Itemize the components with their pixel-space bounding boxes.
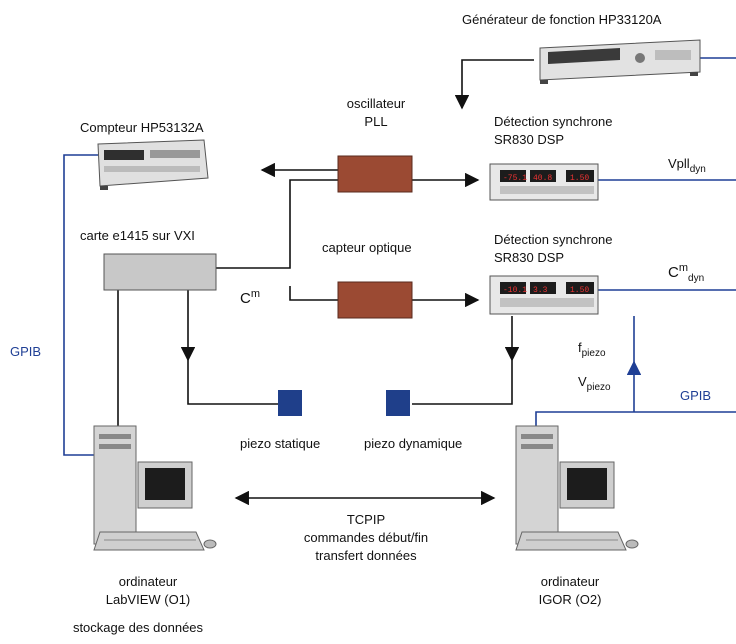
card-label: carte e1415 sur VXI: [80, 228, 195, 243]
sr830-1-label-line2: SR830 DSP: [494, 132, 565, 147]
pll-to-card-line: [216, 179, 338, 269]
vpiezo-label: Vpiezo: [578, 374, 611, 396]
svg-text:3.3: 3.3: [533, 286, 548, 295]
pll-label-line1: oscillateur: [346, 96, 406, 111]
cm-main: C: [240, 290, 251, 307]
computer1-label-line2: LabVIEW (O1): [105, 592, 191, 607]
cm-sup: m: [250, 288, 261, 300]
piezo-static-block: [278, 390, 302, 416]
fpiezo-sub: piezo: [581, 348, 606, 359]
gpib-left-line: [63, 154, 98, 456]
generator-label: Générateur de fonction HP33120A: [462, 12, 662, 27]
sr830-2-label-line2: SR830 DSP: [494, 250, 565, 265]
pll-oscillator-block: [337, 155, 413, 193]
counter-label: Compteur HP53132A: [80, 120, 204, 135]
fpiezo-main: f: [578, 340, 582, 355]
sr830-2-label-line1: Détection synchrone: [494, 232, 613, 247]
vpiezo-main: V: [578, 374, 587, 389]
gpib-lines: [63, 57, 736, 456]
gpib-left-label: GPIB: [10, 344, 42, 359]
piezo-dynamic-block: [386, 390, 410, 416]
vpiezo-sub: piezo: [586, 382, 611, 393]
gpib-right-label: GPIB: [680, 388, 712, 403]
storage-label: stockage des données: [72, 620, 204, 635]
fpiezo-label: fpiezo: [578, 340, 606, 362]
computer1-label-line1: ordinateur: [118, 574, 178, 589]
vpll-sub: dyn: [689, 164, 706, 175]
piezo-dynamic-label: piezo dynamique: [364, 436, 463, 451]
optical-label: capteur optique: [322, 240, 412, 255]
optical-sensor-block: [337, 281, 413, 319]
tcpip-label: TCPIP: [346, 512, 386, 527]
vpll-main: Vpll: [668, 156, 690, 171]
svg-text:1.50: 1.50: [570, 174, 589, 183]
cm-label: Cm: [240, 286, 260, 307]
cm-dyn-label: Cmdyn: [668, 260, 704, 287]
piezo-static-label: piezo statique: [240, 436, 321, 451]
counter-device: [97, 139, 209, 190]
svg-text:1.50: 1.50: [570, 286, 589, 295]
computer2-label-line2: IGOR (O2): [538, 592, 602, 607]
signal-lines: [117, 59, 534, 506]
svg-text:40.8: 40.8: [533, 174, 552, 183]
card-e1415-block: [103, 253, 217, 291]
cm-dyn-sup: m: [678, 262, 689, 274]
svg-text:-75.1: -75.1: [503, 174, 527, 183]
commands-label: commandes début/fin: [303, 530, 429, 545]
computer1-icon: [93, 425, 217, 551]
cm-dyn-main: C: [668, 264, 679, 281]
generator-device: [539, 39, 701, 84]
sr830-2-device: -10.1 3.3 1.50: [489, 275, 599, 315]
computer2-label-line1: ordinateur: [540, 574, 600, 589]
cm-line: [289, 286, 338, 301]
transfer-label: transfert données: [315, 548, 417, 563]
sr830-1-device: -75.1 40.8 1.50: [489, 163, 599, 201]
pll-label-line2: PLL: [364, 114, 388, 129]
cm-dyn-sub: dyn: [688, 273, 705, 284]
sr830-1-label-line1: Détection synchrone: [494, 114, 613, 129]
sr830-2-to-piezo-dyn-h: [412, 360, 513, 405]
vpll-label: Vplldyn: [668, 156, 706, 178]
svg-text:-10.1: -10.1: [503, 286, 527, 295]
computer2-icon: [515, 425, 639, 551]
generator-to-pll-line: [454, 59, 534, 110]
card-to-piezo-static-h: [187, 360, 278, 405]
gpib-right-line: [535, 411, 736, 426]
